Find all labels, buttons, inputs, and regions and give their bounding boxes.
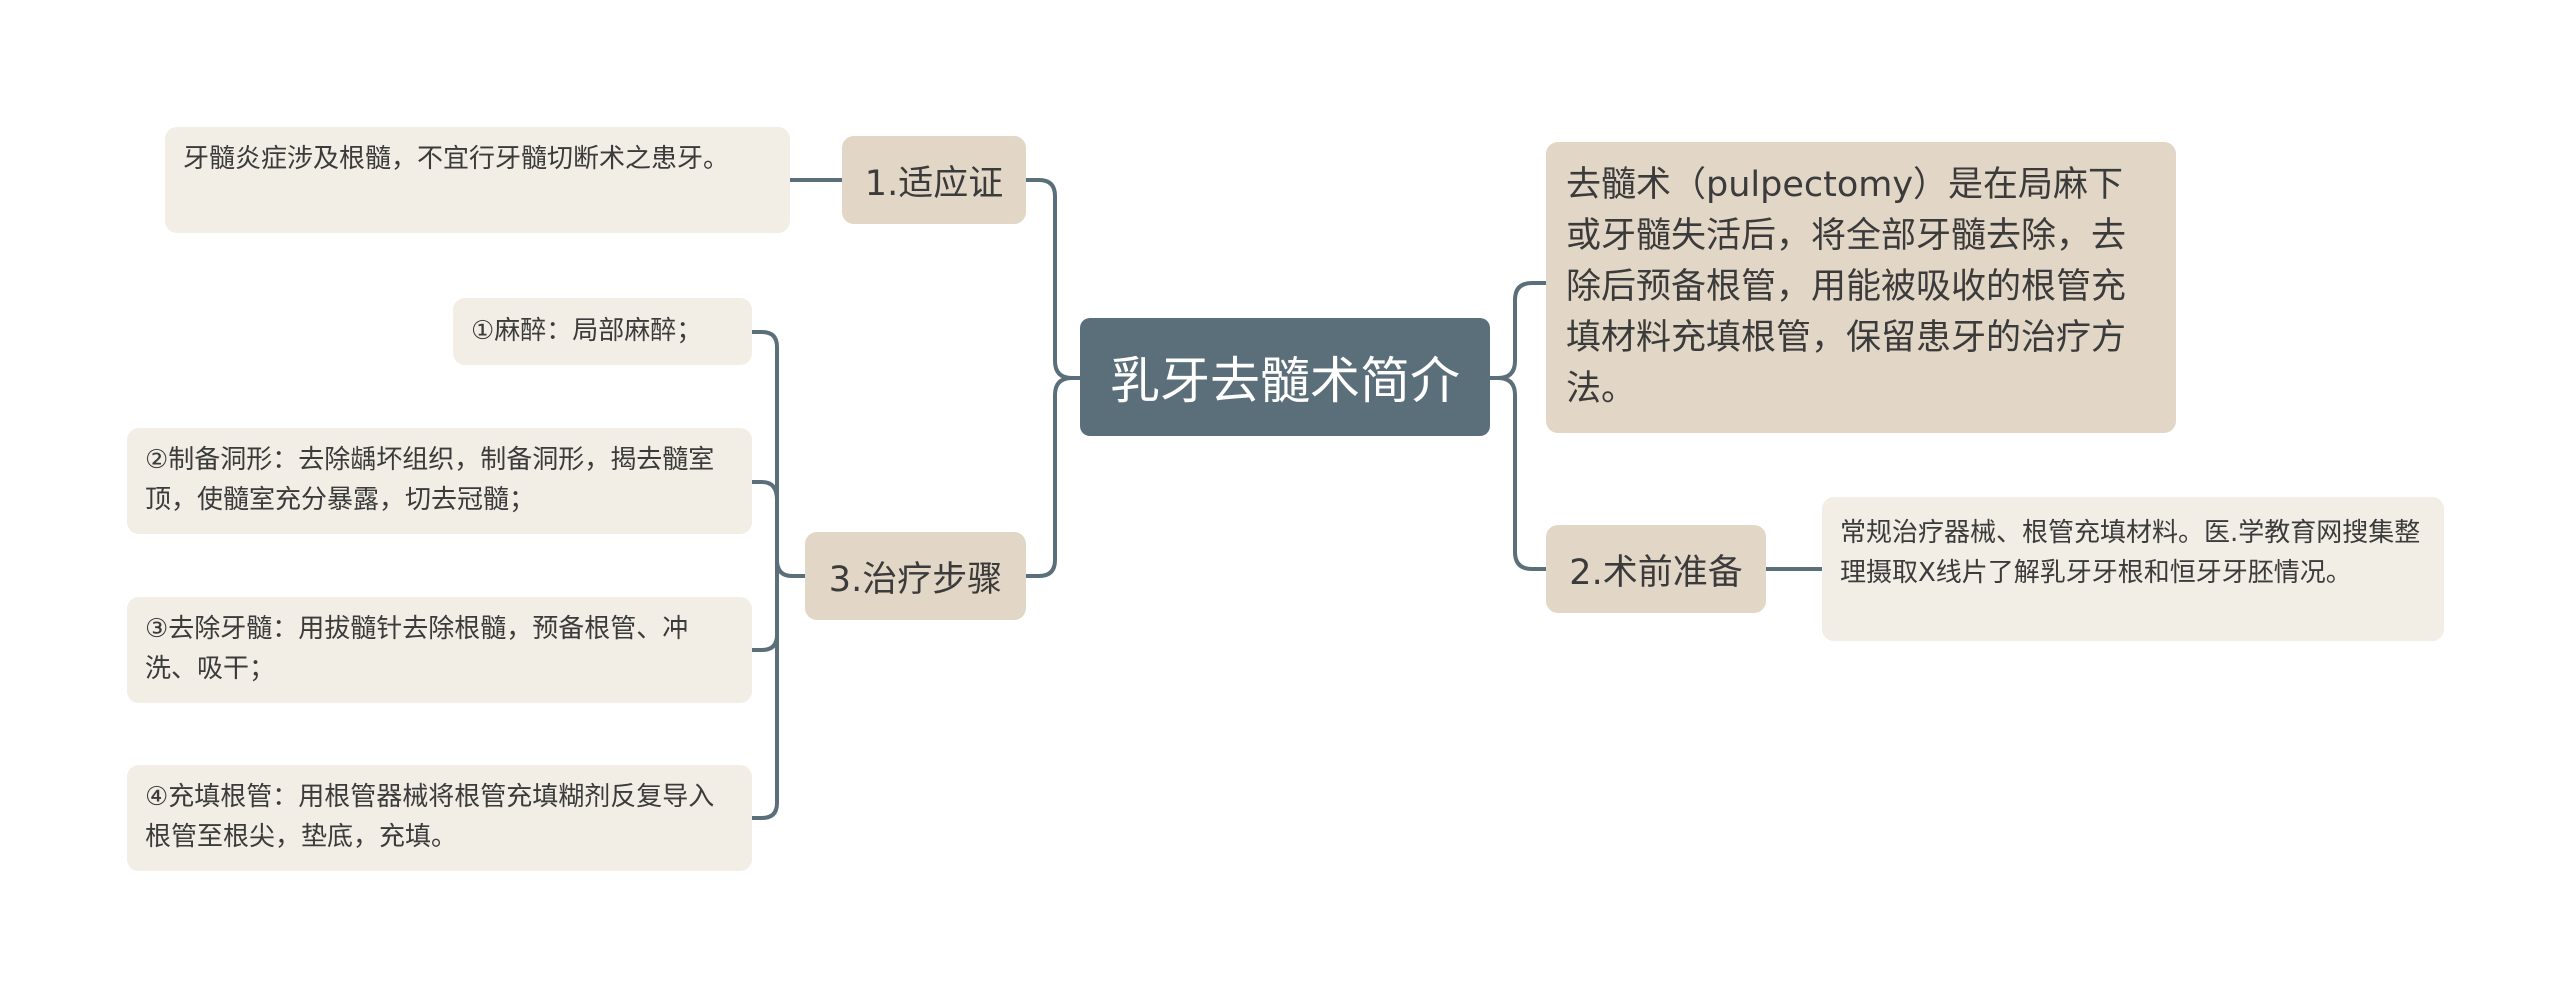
- center-topic[interactable]: 乳牙去髓术简介: [1080, 318, 1490, 436]
- step-item-3-text: ③去除牙髓：用拔髓针去除根髓，预备根管、冲洗、吸干；: [145, 614, 689, 684]
- step-item-3[interactable]: ③去除牙髓：用拔髓针去除根髓，预备根管、冲洗、吸干；: [127, 597, 752, 703]
- step-item-2[interactable]: ②制备洞形：去除龋坏组织，制备洞形，揭去髓室顶，使髓室充分暴露，切去冠髓；: [127, 428, 752, 534]
- branch-steps-label: 3.治疗步骤: [828, 559, 1003, 600]
- leaf-preparation-text: 常规治疗器械、根管充填材料。医.学教育网搜集整理摄取X线片了解乳牙牙根和恒牙牙胚…: [1840, 518, 2421, 588]
- definition-node[interactable]: 去髓术（pulpectomy）是在局麻下或牙髓失活后，将全部牙髓去除，去除后预备…: [1546, 142, 2176, 433]
- connector-center-indication: [1024, 178, 1082, 380]
- connector-center-preparation: [1488, 376, 1548, 571]
- branch-preparation-label: 2.术前准备: [1569, 552, 1743, 593]
- step-item-4[interactable]: ④充填根管：用根管器械将根管充填糊剂反复导入根管至根尖，垫底，充填。: [127, 765, 752, 871]
- leaf-indication-text: 牙髓炎症涉及根髓，不宜行牙髓切断术之患牙。: [183, 144, 730, 174]
- connector-steps-item-3: [750, 558, 779, 652]
- leaf-indication[interactable]: 牙髓炎症涉及根髓，不宜行牙髓切断术之患牙。: [165, 127, 790, 233]
- leaf-preparation[interactable]: 常规治疗器械、根管充填材料。医.学教育网搜集整理摄取X线片了解乳牙牙根和恒牙牙胚…: [1822, 497, 2444, 641]
- branch-preparation[interactable]: 2.术前准备: [1546, 525, 1766, 613]
- connector-center-steps: [1024, 376, 1082, 578]
- definition-text: 去髓术（pulpectomy）是在局麻下或牙髓失活后，将全部牙髓去除，去除后预备…: [1566, 165, 2127, 409]
- branch-steps[interactable]: 3.治疗步骤: [805, 532, 1026, 620]
- connector-steps-item-1: [750, 330, 807, 578]
- step-item-1[interactable]: ①麻醉：局部麻醉；: [453, 298, 752, 365]
- step-item-2-text: ②制备洞形：去除龋坏组织，制备洞形，揭去髓室顶，使髓室充分暴露，切去冠髓；: [145, 445, 715, 515]
- center-topic-label: 乳牙去髓术简介: [1110, 352, 1460, 410]
- branch-indication-label: 1.适应证: [864, 163, 1004, 204]
- connector-steps-item-4: [750, 628, 779, 820]
- branch-indication[interactable]: 1.适应证: [842, 136, 1026, 224]
- step-item-1-text: ①麻醉：局部麻醉；: [471, 316, 703, 346]
- step-item-4-text: ④充填根管：用根管器械将根管充填糊剂反复导入根管至根尖，垫底，充填。: [145, 782, 715, 852]
- connector-center-definition: [1488, 281, 1548, 380]
- connector-steps-item-2: [750, 480, 779, 502]
